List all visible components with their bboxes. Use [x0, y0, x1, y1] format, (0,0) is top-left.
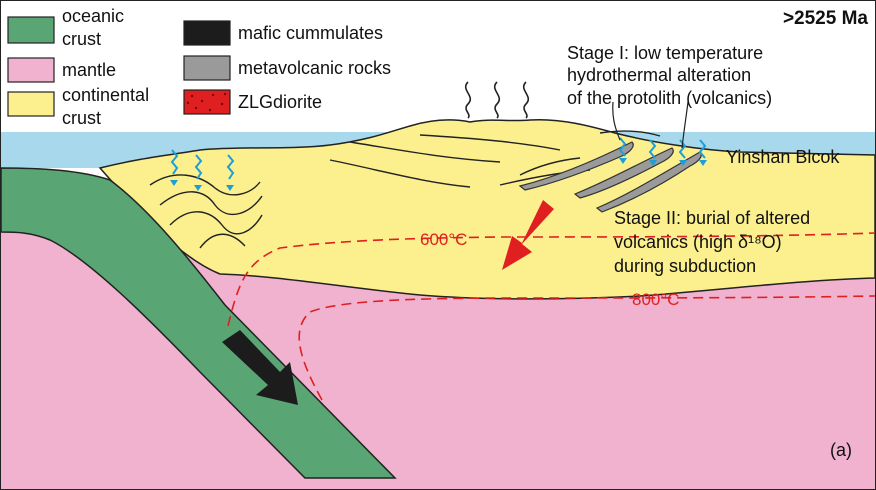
legend-swatch-oceanic-crust: [7, 16, 55, 44]
legend-swatch-continental-crust: [7, 91, 55, 117]
legend-label-continental-crust-2: crust: [62, 108, 101, 128]
burial-arrow: [502, 200, 554, 270]
legend-label-zlgdiorite: ZLGdiorite: [238, 92, 322, 112]
legend-label-mafic-cummulates: mafic cummulates: [238, 23, 383, 43]
legend-swatch-mafic-cummulates: [183, 20, 231, 46]
legend-label-continental-crust-1: continental: [62, 85, 149, 105]
crust-structure-lines: [149, 130, 661, 249]
stage1-leader-lines: [612, 101, 689, 149]
metavolcanic-lenses: [518, 141, 702, 213]
legend-zlgdiorite-dots: [186, 92, 227, 112]
isotherm-600-line: [227, 232, 876, 327]
fluid-arrowheads: [170, 158, 707, 191]
legend-label-mantle: mantle: [62, 60, 116, 80]
stage1-text-1: Stage I: low temperature: [567, 43, 763, 63]
panel-label: (a): [830, 440, 852, 460]
legend-label-metavolcanic: metavolcanic rocks: [238, 58, 391, 78]
heat-squiggles: [464, 81, 530, 119]
subduction-arrow: [222, 330, 298, 405]
isotherm-800-label: 800°C: [632, 290, 679, 309]
legend: oceanic crust mantle continental crust m…: [7, 6, 391, 128]
stage2-text-2: volcanics (high δ¹⁸O): [614, 232, 782, 252]
stage2-text-3: during subduction: [614, 256, 756, 276]
legend-label-oceanic-crust-2: crust: [62, 29, 101, 49]
legend-label-oceanic-crust-1: oceanic: [62, 6, 124, 26]
legend-swatch-mantle: [7, 57, 55, 83]
block-label: Yinshan Blcok: [726, 147, 840, 167]
stage2-text-1: Stage II: burial of altered: [614, 208, 810, 228]
isotherm-600-label: 600°C: [420, 230, 467, 249]
stage1-text-3: of the protolith (volcanics): [567, 88, 772, 108]
stage1-text-2: hydrothermal alteration: [567, 65, 751, 85]
age-label: >2525 Ma: [783, 8, 868, 29]
mantle: [1, 232, 875, 489]
isotherm-800-line: [298, 295, 876, 401]
legend-swatch-zlgdiorite: [183, 89, 231, 115]
legend-swatch-metavolcanic: [183, 55, 231, 81]
